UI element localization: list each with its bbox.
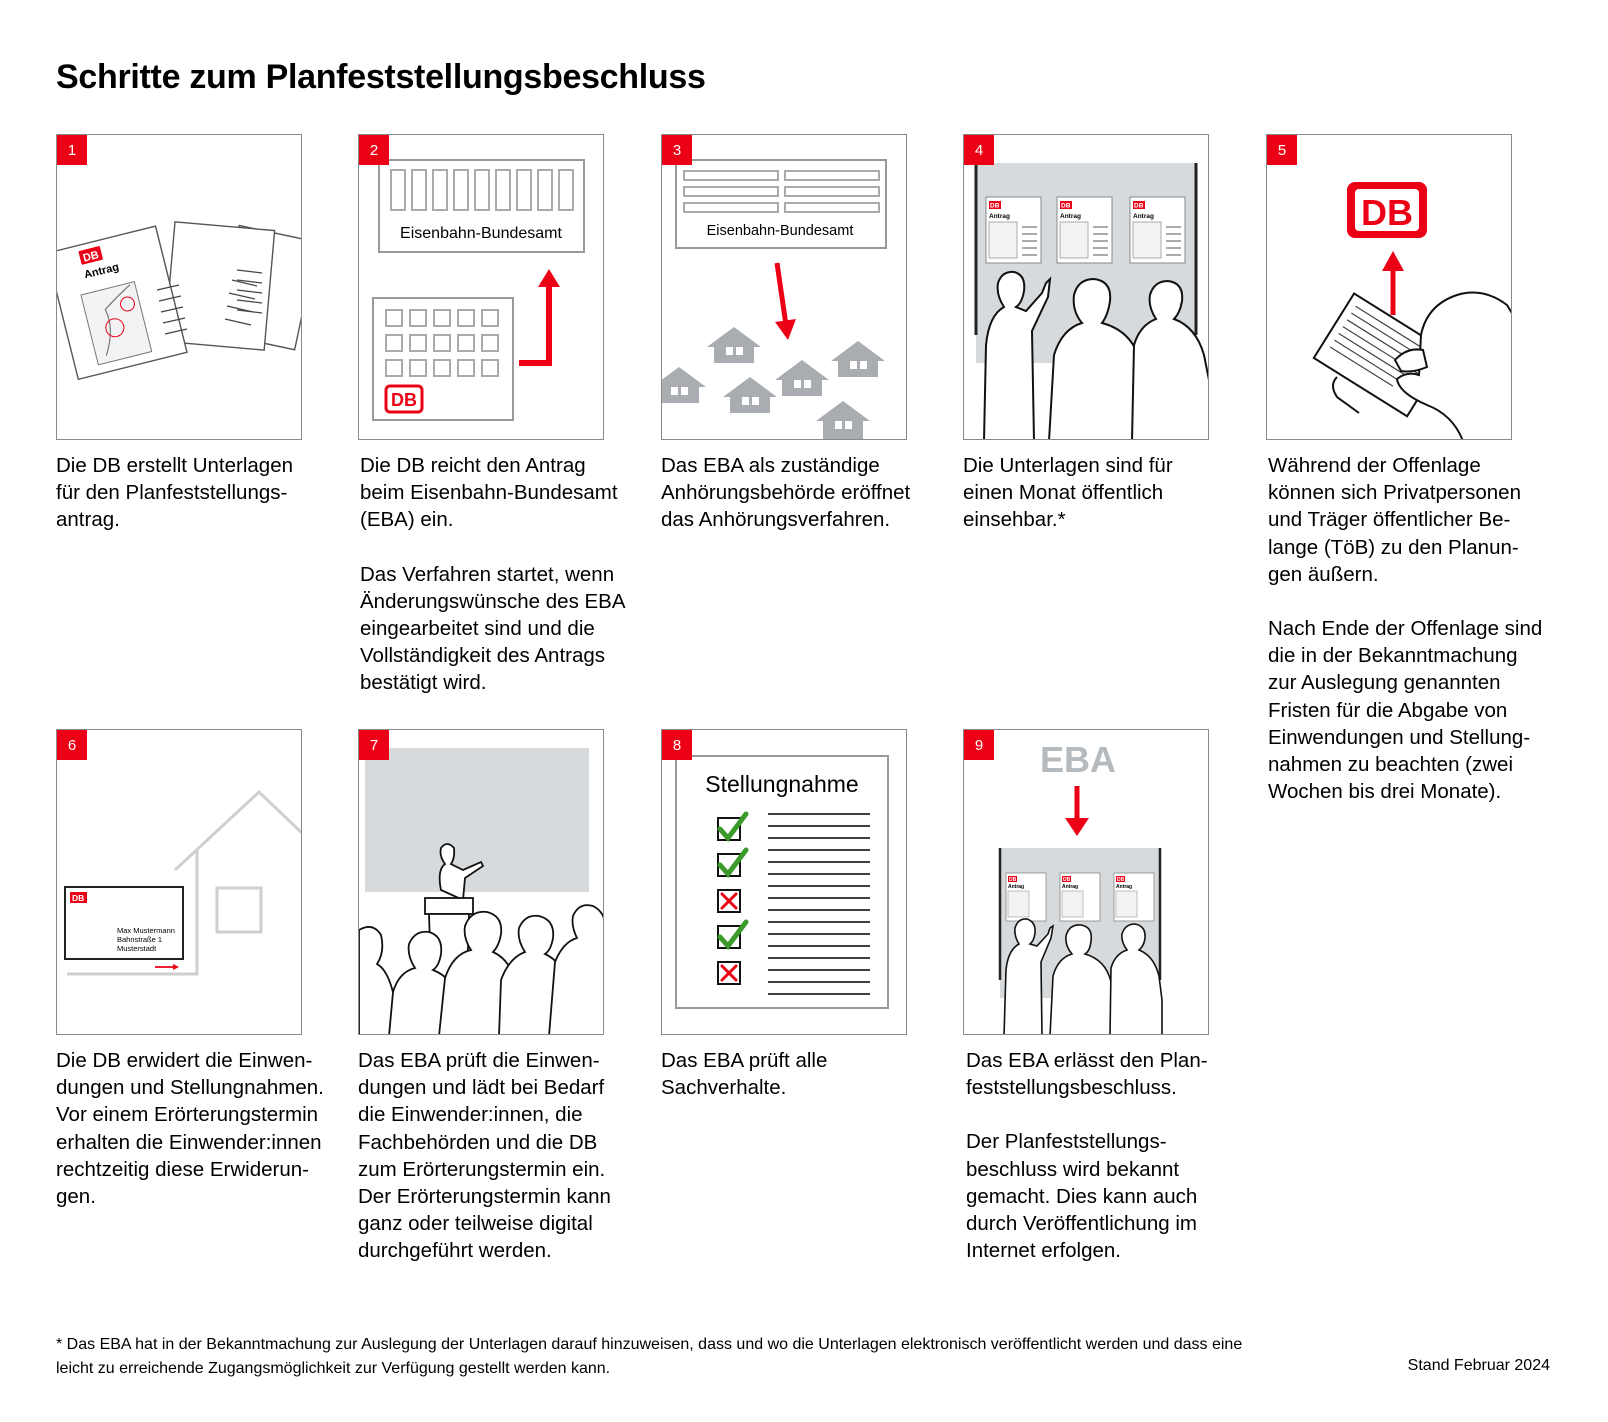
- step-7-description: Das EBA prüft die Einwen-dungen und lädt…: [358, 1047, 620, 1265]
- building-label: Eisenbahn-Bundesamt: [400, 225, 562, 242]
- step-2-description: Die DB reicht den Antrag beim Eisenbahn-…: [360, 452, 628, 697]
- step-text: Der Planfeststellungs-beschluss wird bek…: [966, 1128, 1216, 1264]
- address-line: Bahnstraße 1: [117, 935, 162, 944]
- step-text: Die Unterlagen sind für einen Monat öffe…: [963, 452, 1213, 534]
- checklist-icon: Stellungnahme: [662, 730, 907, 1035]
- page-title: Schritte zum Planfeststellungsbeschluss: [56, 58, 706, 97]
- step-text: Die DB erwidert die Einwen-dungen und St…: [56, 1047, 324, 1210]
- step-8-illustration: 8 Stellungnahme: [661, 729, 907, 1035]
- step-3-description: Das EBA als zuständige Anhörungsbehörde …: [661, 452, 931, 534]
- step-3-illustration: 3 Eisenbahn-Bundesamt: [661, 134, 907, 440]
- poster-label: Antrag: [1133, 213, 1154, 220]
- poster-label: Antrag: [1062, 884, 1078, 890]
- documents-icon: DB Antrag: [57, 135, 302, 440]
- step-1-description: Die DB erstellt Unterlagen für den Planf…: [56, 452, 306, 534]
- step-9-description: Das EBA erlässt den Plan-feststellungsbe…: [966, 1047, 1216, 1264]
- step-4-illustration: 4 DB DB DB Antrag Antrag Antrag: [963, 134, 1209, 440]
- step-5-description: Während der Offenlage können sich Privat…: [1268, 452, 1544, 805]
- address-line: Max Mustermann: [117, 926, 175, 935]
- people-viewing-posters-icon: DB DB DB Antrag Antrag Antrag: [964, 135, 1209, 440]
- houses-arrow-icon: Eisenbahn-Bundesamt: [662, 135, 907, 440]
- step-text: Das EBA erlässt den Plan-feststellungsbe…: [966, 1047, 1216, 1101]
- step-number: 1: [57, 135, 87, 165]
- eba-publishes-icon: EBA DB DB DB Antrag Antrag Antrag: [964, 730, 1209, 1035]
- db-logo: DB: [391, 390, 417, 410]
- buildings-arrow-icon: Eisenbahn-Bundesamt DB: [359, 135, 604, 440]
- step-6-illustration: 6 DB Max Mustermann Bahnstraße 1 Musters…: [56, 729, 302, 1035]
- presentation-audience-icon: [359, 730, 604, 1035]
- step-number: 2: [359, 135, 389, 165]
- poster-label: Antrag: [1008, 884, 1024, 890]
- step-text: Nach Ende der Offenlage sind die in der …: [1268, 615, 1544, 805]
- step-1-illustration: 1 DB Antrag: [56, 134, 302, 440]
- address-line: Musterstadt: [117, 944, 157, 953]
- step-number: 9: [964, 730, 994, 760]
- step-text: Das EBA prüft alle Sachverhalte.: [661, 1047, 911, 1101]
- step-text: Das EBA prüft die Einwen-dungen und lädt…: [358, 1047, 620, 1265]
- step-text: Die DB reicht den Antrag beim Eisenbahn-…: [360, 452, 628, 534]
- step-text: Während der Offenlage können sich Privat…: [1268, 452, 1544, 588]
- poster-logo: DB: [1134, 203, 1144, 210]
- step-number: 4: [964, 135, 994, 165]
- step-2-illustration: 2 Eisenbahn-Bundesamt DB: [358, 134, 604, 440]
- db-logo: DB: [1361, 192, 1413, 233]
- poster-logo: DB: [1061, 203, 1071, 210]
- poster-label: Antrag: [1116, 884, 1132, 890]
- step-text: Das EBA als zuständige Anhörungsbehörde …: [661, 452, 931, 534]
- step-text: Das Verfahren startet, wenn Änderungswün…: [360, 561, 628, 697]
- date-stamp: Stand Februar 2024: [1408, 1357, 1550, 1375]
- poster-logo: DB: [1009, 877, 1017, 883]
- step-7-illustration: 7: [358, 729, 604, 1035]
- person-writing-icon: DB: [1267, 135, 1512, 440]
- step-number: 5: [1267, 135, 1297, 165]
- step-number: 8: [662, 730, 692, 760]
- step-number: 3: [662, 135, 692, 165]
- step-number: 6: [57, 730, 87, 760]
- letter-house-icon: DB Max Mustermann Bahnstraße 1 Mustersta…: [57, 730, 302, 1035]
- letter-logo: DB: [72, 893, 84, 903]
- step-5-illustration: 5 DB: [1266, 134, 1512, 440]
- step-number: 7: [359, 730, 389, 760]
- step-6-description: Die DB erwidert die Einwen-dungen und St…: [56, 1047, 324, 1210]
- step-4-description: Die Unterlagen sind für einen Monat öffe…: [963, 452, 1213, 534]
- poster-logo: DB: [1063, 877, 1071, 883]
- poster-logo: DB: [990, 203, 1000, 210]
- step-9-illustration: 9 EBA DB DB DB Antrag Antrag Antrag: [963, 729, 1209, 1035]
- authority-label: EBA: [1040, 739, 1116, 780]
- poster-label: Antrag: [1060, 213, 1081, 220]
- poster-logo: DB: [1117, 877, 1125, 883]
- step-text: Die DB erstellt Unterlagen für den Planf…: [56, 452, 306, 534]
- poster-label: Antrag: [989, 213, 1010, 220]
- building-label: Eisenbahn-Bundesamt: [707, 223, 854, 239]
- sheet-title: Stellungnahme: [705, 771, 858, 797]
- footnote: * Das EBA hat in der Bekanntmachung zur …: [56, 1333, 1256, 1381]
- step-8-description: Das EBA prüft alle Sachverhalte.: [661, 1047, 911, 1101]
